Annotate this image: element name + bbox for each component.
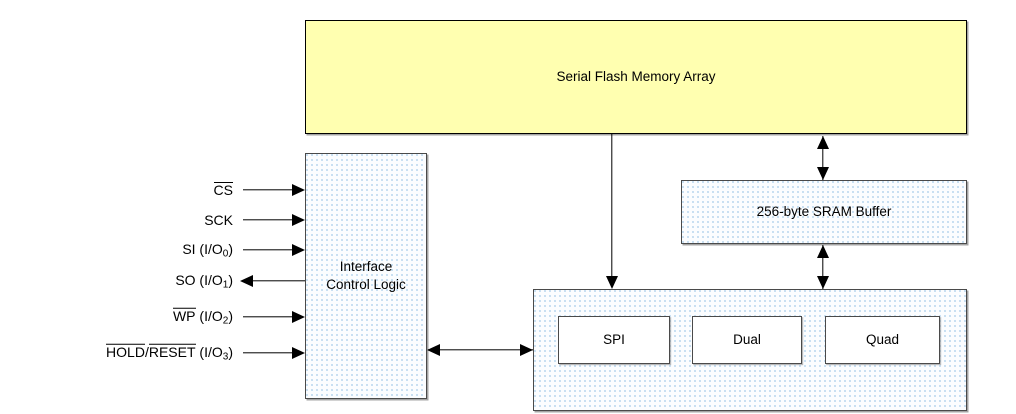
signal-arrowhead-hold-reset (292, 347, 305, 359)
connector-flash-to-sram (822, 136, 824, 180)
block-protocol-spi: SPI (558, 316, 670, 364)
signal-line-wp (243, 316, 303, 318)
signal-line-so (243, 280, 305, 282)
protocol-quad-label: Quad (865, 331, 900, 347)
signal-label-wp: WP (I/O2) (172, 307, 233, 327)
sram-buffer-label: 256-byte SRAM Buffer (756, 203, 892, 219)
interface-logic-label-line1: Interface (339, 258, 393, 274)
connector-sram-to-protocol-arrowhead-up (817, 245, 829, 258)
signal-line-si (243, 249, 303, 251)
signal-label-cs: CS (213, 182, 233, 198)
flash-array-label: Serial Flash Memory Array (556, 68, 716, 84)
interface-logic-label-line2: Control Logic (326, 277, 406, 292)
signal-label-sck: SCK (204, 212, 233, 228)
protocol-dual-label: Dual (733, 331, 761, 347)
signal-arrowhead-si (292, 244, 305, 256)
signal-line-hold-reset (243, 352, 303, 354)
connector-flash-to-protocol (611, 134, 613, 277)
connector-sram-to-protocol-arrowhead-down (817, 276, 829, 289)
signal-line-sck (243, 219, 303, 221)
connector-flash-to-sram-arrowhead-up (817, 136, 829, 149)
signal-label-so: SO (I/O1) (175, 271, 233, 291)
block-interface-control-logic: Interface Control Logic (305, 153, 427, 399)
signal-arrowhead-sck (292, 214, 305, 226)
block-sram-buffer: 256-byte SRAM Buffer (681, 180, 967, 244)
connector-flash-to-protocol-arrowhead (606, 276, 618, 289)
signal-label-hold-reset: HOLD/RESET (I/O3) (106, 343, 233, 363)
connector-sram-to-protocol (822, 245, 824, 289)
connector-logic-to-protocol-arrowhead-left (427, 344, 440, 356)
signal-label-si: SI (I/O0) (182, 240, 233, 260)
connector-logic-to-protocol-arrowhead-right (520, 344, 533, 356)
block-serial-flash-memory-array: Serial Flash Memory Array (305, 20, 967, 134)
protocol-spi-label: SPI (603, 331, 625, 347)
connector-flash-to-sram-arrowhead-down (817, 167, 829, 180)
block-protocol-dual: Dual (692, 316, 802, 364)
connector-logic-to-protocol (428, 349, 533, 351)
signal-arrowhead-so (240, 275, 253, 287)
signal-arrowhead-cs (292, 184, 305, 196)
signal-line-cs (243, 189, 303, 191)
block-protocol-quad: Quad (825, 316, 940, 364)
signal-arrowhead-wp (292, 311, 305, 323)
interface-logic-label: Interface Control Logic (326, 258, 406, 294)
